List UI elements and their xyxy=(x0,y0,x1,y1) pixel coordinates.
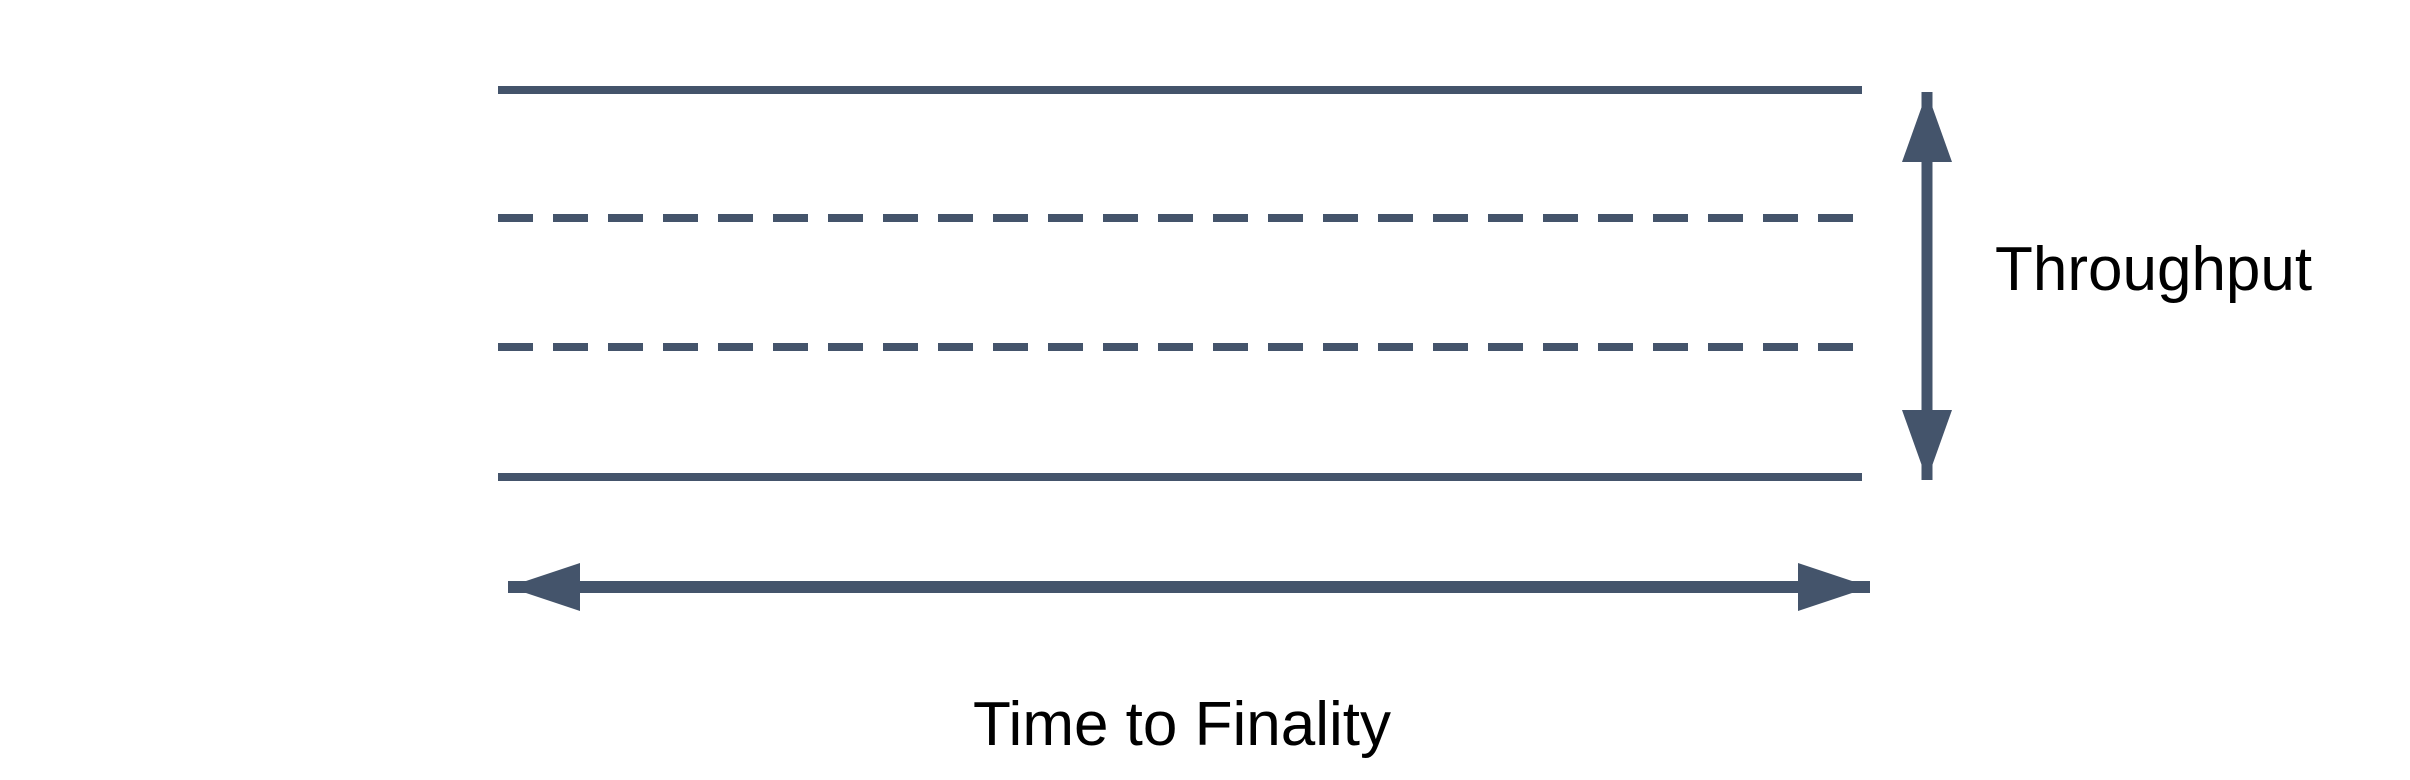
time-to-finality-label: Time to Finality xyxy=(973,690,1391,759)
throughput-arrowhead-down xyxy=(1902,410,1952,480)
throughput-label: Throughput xyxy=(1995,235,2312,304)
throughput-arrowhead-up xyxy=(1902,92,1952,162)
time-to-finality-arrowhead-right xyxy=(1798,563,1870,611)
lane-lines-group xyxy=(498,86,1862,481)
time-to-finality-double-arrow-icon xyxy=(508,563,1870,611)
throughput-arrow-shaft xyxy=(1921,92,1933,480)
time-to-finality-arrow-shaft xyxy=(508,581,1870,593)
time-to-finality-arrowhead-left xyxy=(508,563,580,611)
throughput-double-arrow-icon xyxy=(1902,92,1952,480)
